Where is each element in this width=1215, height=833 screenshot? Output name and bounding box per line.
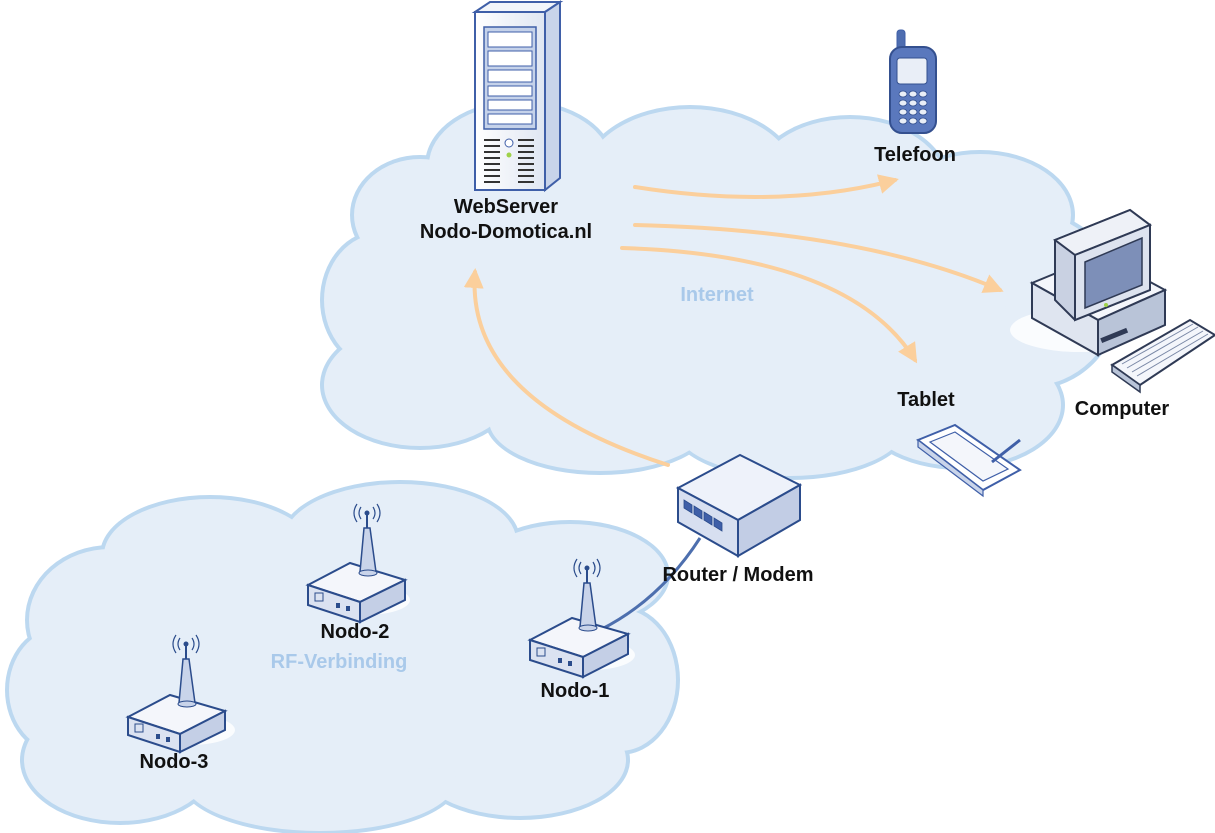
cable-router-to-nodo-1	[599, 537, 702, 632]
wireless-node-icon	[527, 558, 635, 679]
tablet-icon	[916, 423, 1022, 498]
computer-label: Computer	[1074, 398, 1170, 420]
arrow-server-to-computer	[633, 223, 1004, 293]
router-label: Router / Modem	[662, 564, 814, 586]
rf-verbinding-label: RF-Verbinding	[270, 651, 408, 673]
arrow-router-to-server	[463, 268, 670, 467]
phone-icon	[889, 29, 937, 134]
nodo-3-label: Nodo-3	[139, 751, 209, 773]
computer-icon	[1010, 208, 1215, 394]
telefoon-label: Telefoon	[874, 144, 956, 166]
arrow-server-to-tablet	[620, 246, 918, 364]
webserver-label: WebServer	[453, 196, 559, 218]
internet-label: Internet	[680, 284, 754, 306]
server-icon	[471, 0, 564, 193]
internet-cloud	[320, 100, 1120, 480]
wireless-node-icon	[125, 634, 235, 754]
nodo-2-label: Nodo-2	[320, 621, 390, 643]
nodo-1-label: Nodo-1	[540, 680, 610, 702]
webserver-domain-label: Nodo-Domotica.nl	[419, 221, 593, 243]
tablet-label: Tablet	[897, 389, 955, 411]
arrow-server-to-telefoon	[633, 174, 899, 199]
wireless-node-icon	[305, 503, 410, 624]
router-icon	[675, 453, 803, 558]
